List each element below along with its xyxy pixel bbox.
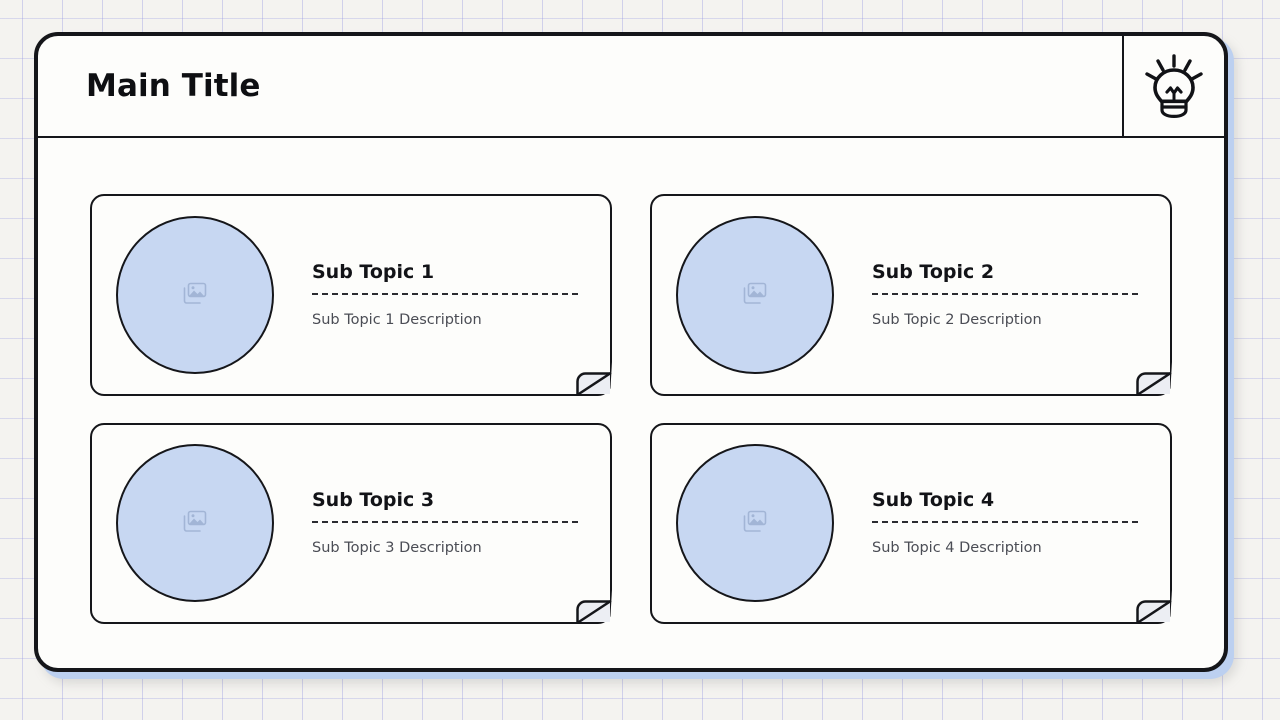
slide-header: Main Title	[38, 36, 1224, 138]
topic-divider	[312, 292, 578, 295]
topic-image-circle[interactable]	[676, 444, 834, 603]
topic-image-circle[interactable]	[116, 444, 274, 603]
topic-text-block: Sub Topic 1 Sub Topic 1 Description	[274, 261, 610, 329]
topic-title: Sub Topic 1	[312, 260, 435, 283]
header-title-cell: Main Title	[38, 36, 1122, 136]
slide-container: Main Title	[34, 32, 1238, 684]
folded-corner-icon	[1136, 360, 1172, 396]
topic-image-circle[interactable]	[116, 215, 274, 374]
topic-card[interactable]: Sub Topic 3 Sub Topic 3 Description	[90, 422, 612, 624]
folded-corner-icon	[576, 360, 612, 396]
image-placeholder-icon	[182, 509, 208, 537]
folded-corner-icon	[576, 588, 612, 624]
cards-area: Sub Topic 1 Sub Topic 1 Description	[38, 138, 1224, 668]
page-title: Main Title	[86, 68, 261, 104]
topic-divider	[872, 521, 1138, 524]
topic-text-block: Sub Topic 4 Sub Topic 4 Description	[834, 489, 1170, 557]
topic-card[interactable]: Sub Topic 1 Sub Topic 1 Description	[90, 194, 612, 396]
topic-card[interactable]: Sub Topic 2 Sub Topic 2 Description	[650, 194, 1172, 396]
topic-title: Sub Topic 2	[872, 260, 995, 283]
topic-text-block: Sub Topic 3 Sub Topic 3 Description	[274, 489, 610, 557]
topic-description: Sub Topic 4 Description	[872, 540, 1042, 557]
topic-title: Sub Topic 4	[872, 489, 995, 512]
image-placeholder-icon	[742, 281, 768, 309]
image-placeholder-icon	[742, 509, 768, 537]
topic-divider	[872, 292, 1138, 295]
topic-title: Sub Topic 3	[312, 489, 435, 512]
image-placeholder-icon	[182, 281, 208, 309]
topic-image-circle[interactable]	[676, 215, 834, 374]
lightbulb-icon	[1145, 53, 1203, 119]
slide-panel: Main Title	[34, 32, 1228, 672]
topic-description: Sub Topic 3 Description	[312, 540, 482, 557]
topic-text-block: Sub Topic 2 Sub Topic 2 Description	[834, 261, 1170, 329]
topic-description: Sub Topic 2 Description	[872, 311, 1042, 328]
cards-grid: Sub Topic 1 Sub Topic 1 Description	[90, 194, 1172, 624]
topic-card[interactable]: Sub Topic 4 Sub Topic 4 Description	[650, 422, 1172, 624]
folded-corner-icon	[1136, 588, 1172, 624]
topic-divider	[312, 521, 578, 524]
header-icon-cell	[1122, 36, 1224, 136]
topic-description: Sub Topic 1 Description	[312, 311, 482, 328]
